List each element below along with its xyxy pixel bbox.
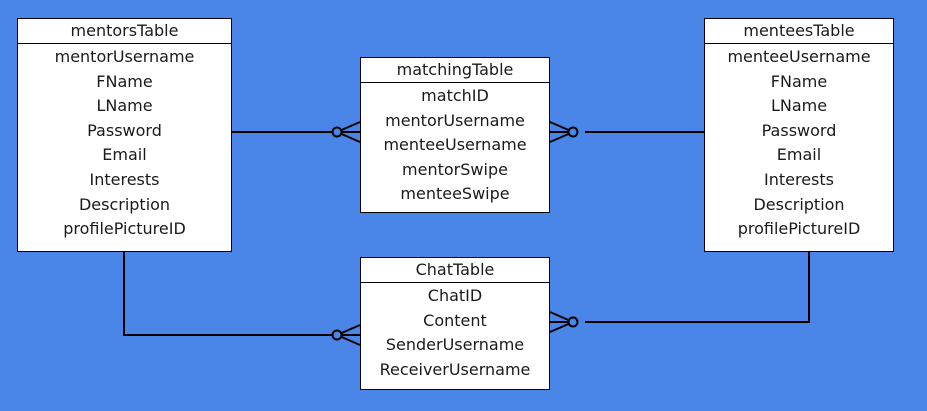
entity-matching-table[interactable]: matchingTable matchID mentorUsername men… <box>360 57 550 213</box>
field-chat-id: ChatID <box>427 286 483 305</box>
entity-chat-table[interactable]: ChatTable ChatID Content SenderUsername … <box>360 257 550 390</box>
entity-mentees-table[interactable]: menteesTable menteeUsername FName LName … <box>704 18 894 252</box>
field-mentee-username: menteeUsername <box>383 135 527 155</box>
field-mentee-username: menteeUsername <box>727 47 871 66</box>
entity-mentors-table[interactable]: mentorsTable mentorUsername FName LName … <box>17 18 232 252</box>
field-password: Password <box>761 120 837 140</box>
field-receiver-username: ReceiverUsername <box>379 359 531 379</box>
entity-fields: ChatID Content SenderUsername ReceiverUs… <box>361 283 549 382</box>
entity-title: ChatTable <box>361 258 549 283</box>
field-lname: LName <box>770 96 828 116</box>
field-description: Description <box>753 194 845 214</box>
field-profile-picture-id: profilePictureID <box>737 219 861 239</box>
field-sender-username: SenderUsername <box>385 335 525 355</box>
entity-fields: mentorUsername FName LName Password Emai… <box>18 44 231 242</box>
entity-fields: menteeUsername FName LName Password Emai… <box>705 44 893 242</box>
field-mentor-username: mentorUsername <box>385 110 525 130</box>
field-match-id: matchID <box>421 86 489 105</box>
entity-fields: matchID mentorUsername menteeUsername me… <box>361 83 549 207</box>
field-email: Email <box>776 145 822 165</box>
field-interests: Interests <box>89 169 160 189</box>
relationship-mentors-chat <box>123 252 361 346</box>
field-lname: LName <box>96 96 153 116</box>
entity-title: matchingTable <box>361 58 549 83</box>
field-mentor-username: mentorUsername <box>54 47 195 66</box>
field-fname: FName <box>770 71 828 91</box>
field-mentee-swipe: menteeSwipe <box>400 184 510 204</box>
field-profile-picture-id: profilePictureID <box>63 219 186 239</box>
field-fname: FName <box>96 71 153 91</box>
field-content: Content <box>423 310 487 330</box>
relationship-mentees-matching <box>549 121 704 143</box>
entity-title: menteesTable <box>705 19 893 44</box>
relationship-mentees-chat <box>549 252 810 333</box>
entity-title: mentorsTable <box>18 19 231 44</box>
field-password: Password <box>87 120 162 140</box>
field-description: Description <box>78 194 171 214</box>
field-mentor-swipe: mentorSwipe <box>402 159 508 179</box>
field-interests: Interests <box>764 169 834 189</box>
field-email: Email <box>102 145 147 165</box>
relationship-mentors-matching <box>232 121 361 143</box>
